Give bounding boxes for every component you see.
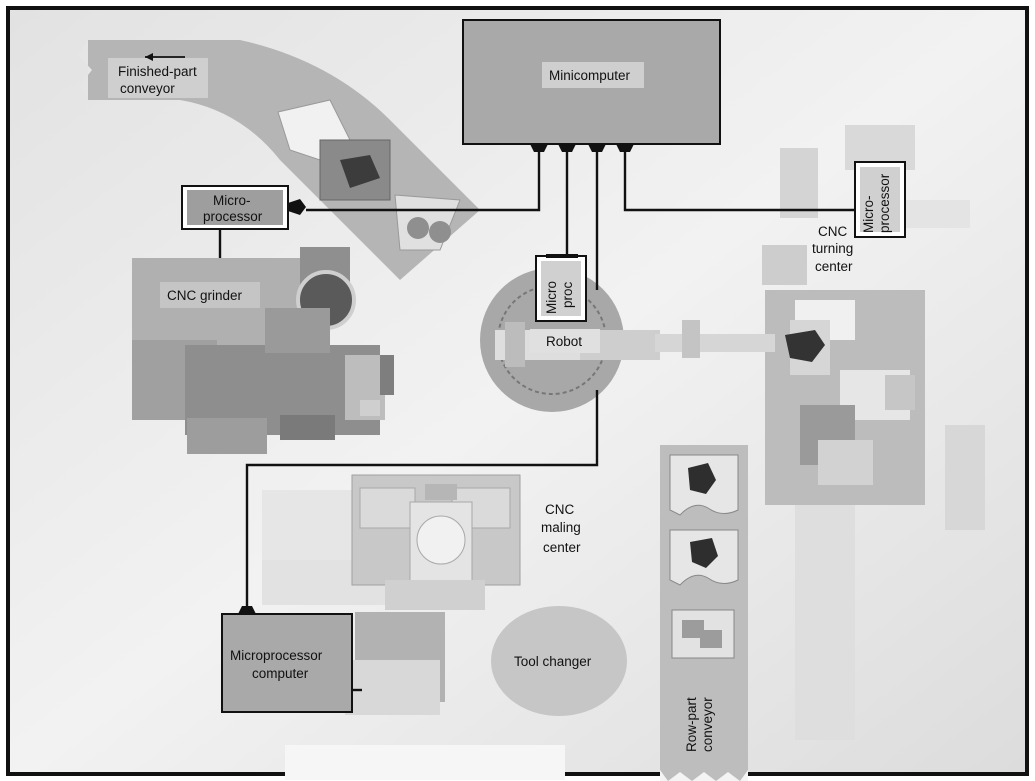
robot-label-bg bbox=[530, 329, 600, 353]
minicomputer-label: Minicomputer bbox=[549, 68, 631, 83]
cnc-maling-label-3: center bbox=[543, 540, 581, 555]
left-arrow-icon bbox=[145, 53, 185, 61]
micro-proc-label-2: proc bbox=[560, 281, 575, 308]
micro-proc-port bbox=[546, 254, 578, 258]
microprocessor-left-port bbox=[288, 199, 306, 215]
microprocessor-right-label-2: processor bbox=[877, 173, 892, 233]
finished-conveyor-label-bg bbox=[108, 58, 208, 98]
cnc-maling-center bbox=[262, 474, 565, 780]
cable-robot-to-microprocessor-computer bbox=[245, 390, 599, 606]
cnc-turning-label-2: turning bbox=[812, 241, 853, 256]
microprocessor-computer-label-1: Microprocessor bbox=[230, 648, 323, 663]
micro-proc-label-1: Micro bbox=[544, 281, 559, 314]
microprocessor-right-label-1: Micro- bbox=[861, 196, 876, 234]
tool-changer-label: Tool changer bbox=[514, 654, 592, 669]
microprocessor-left-label-1: Micro- bbox=[213, 193, 251, 208]
cnc-grinder-label: CNC grinder bbox=[167, 288, 243, 303]
microprocessor-computer-label-2: computer bbox=[252, 666, 309, 681]
cnc-turning-label-1: CNC bbox=[818, 224, 847, 239]
micro-proc-inner bbox=[541, 261, 581, 316]
robot bbox=[480, 268, 775, 412]
finished-conveyor-label-1: Finished-part bbox=[118, 64, 197, 79]
microprocessor-left-label-2: processor bbox=[203, 209, 263, 224]
cable-minicomputer-to-right-microprocessor bbox=[623, 152, 855, 212]
finished-conveyor-label-2: conveyor bbox=[120, 81, 175, 96]
microprocessor-computer-port bbox=[238, 606, 256, 614]
tool-changer bbox=[491, 606, 627, 716]
microprocessor-left-inner bbox=[187, 190, 283, 225]
microprocessor-computer-box bbox=[221, 613, 353, 713]
cnc-turning-label-3: center bbox=[815, 259, 853, 274]
finished-part-conveyor bbox=[78, 40, 480, 280]
microprocessor-right-inner bbox=[860, 167, 900, 232]
robot-label: Robot bbox=[546, 334, 582, 349]
network-cables bbox=[218, 152, 855, 692]
minicomputer-ports bbox=[530, 144, 634, 152]
row-part-conveyor bbox=[660, 445, 748, 781]
cnc-maling-label-2: maling bbox=[541, 520, 581, 535]
minicomputer-label-bg bbox=[542, 62, 644, 88]
cnc-maling-label-1: CNC bbox=[545, 502, 574, 517]
cnc-turning-center bbox=[762, 125, 985, 740]
row-part-label-1: Row-part bbox=[684, 697, 699, 752]
row-part-label-2: conveyor bbox=[700, 697, 715, 752]
cable-minicomputer-to-left-microprocessor bbox=[306, 152, 541, 212]
cnc-grinder-label-bg bbox=[160, 282, 260, 308]
